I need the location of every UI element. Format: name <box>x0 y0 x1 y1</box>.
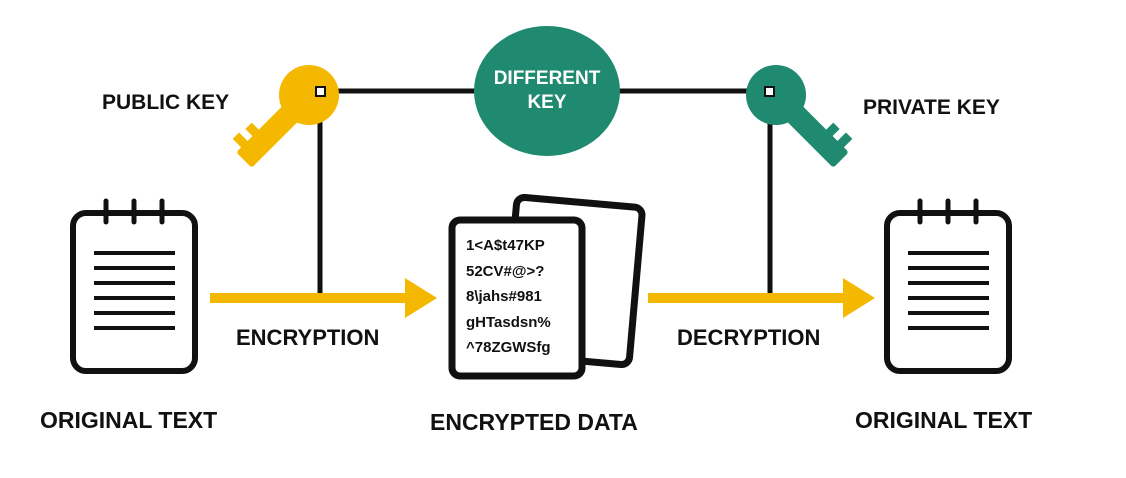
ciphertext-line: ^78ZGWSfg <box>466 339 551 356</box>
private-key-label: PRIVATE KEY <box>863 96 1000 119</box>
encrypted-document-icon <box>448 193 646 380</box>
encryption-label: ENCRYPTION <box>236 325 380 350</box>
decryption-label: DECRYPTION <box>677 325 821 350</box>
original-text-right-notepad-icon <box>884 198 1012 374</box>
different-key-line2: KEY <box>527 92 567 113</box>
different-key-badge: DIFFERENT KEY <box>474 26 620 156</box>
public-key-label: PUBLIC KEY <box>102 91 230 114</box>
original-text-right-label: ORIGINAL TEXT <box>855 407 1033 433</box>
encrypted-data-label: ENCRYPTED DATA <box>430 409 638 435</box>
public-key-icon <box>232 65 339 167</box>
ciphertext-block: 1<A$t47KP 52CV#@>? 8\jahs#981 gHTasdsn% … <box>466 233 590 361</box>
ciphertext-line: 52CV#@>? <box>466 262 545 280</box>
original-text-left-notepad-icon <box>70 198 198 374</box>
encryption-arrow-icon <box>210 278 437 318</box>
ciphertext-line: gHTasdsn% <box>466 313 551 331</box>
ciphertext-line: 8\jahs#981 <box>466 288 542 305</box>
original-text-left-label: ORIGINAL TEXT <box>40 407 218 433</box>
different-key-line1: DIFFERENT <box>493 68 601 89</box>
decryption-arrow-icon <box>648 278 875 318</box>
ciphertext-line: 1<A$t47KP <box>466 237 545 254</box>
private-key-icon <box>746 65 853 167</box>
